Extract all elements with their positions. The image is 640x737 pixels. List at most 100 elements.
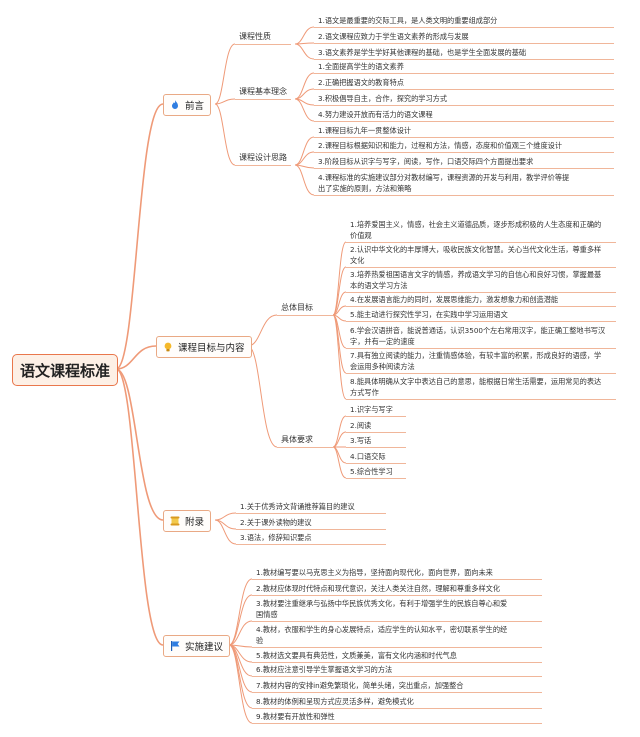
connector-line: [214, 103, 236, 166]
leaf-item[interactable]: 2.阅读: [350, 421, 372, 430]
leaf-item[interactable]: 3.阶段目标从识字与写字，阅读，写作，口语交际四个方面提出要求: [318, 157, 534, 166]
leaf-item[interactable]: 5.能主动进行探究性学习，在实践中学习运用语文: [350, 310, 508, 319]
branch-title: 前言: [185, 101, 205, 112]
leaf-item[interactable]: 2.认识中华文化的丰厚博大，吸收民族文化智慧。关心当代文化生活，尊重多样文化: [350, 244, 601, 266]
underline: [235, 44, 291, 45]
underline: [346, 306, 616, 307]
leaf-item[interactable]: 1.培养爱国主义，情感，社会主义道德品质，逐步形成积极的人生态度和正确的价值观: [350, 219, 601, 241]
subtopic-design[interactable]: 课程设计思路: [239, 153, 287, 162]
leaf-item[interactable]: 2.正确把握语文的教育特点: [318, 78, 404, 87]
leaf-item[interactable]: 2.语文课程应致力于学生语文素养的形成与发展: [318, 32, 469, 41]
connector-line: [247, 345, 278, 448]
branch-title: 附录: [185, 517, 205, 528]
leaf-item[interactable]: 4.口语交际: [350, 452, 386, 461]
leaf-line: 7.具有独立阅读的能力，注重情感体验，有较丰富的积累，形成良好的语感，学: [350, 351, 602, 360]
subtopic-ideas[interactable]: 课程基本理念: [239, 87, 287, 96]
underline: [346, 292, 616, 293]
underline: [314, 152, 614, 153]
underline: [252, 708, 542, 709]
branch-appendix[interactable]: 附录: [163, 510, 212, 532]
underline: [346, 242, 616, 243]
leaf-item[interactable]: 1.教材编写要以马克思主义为指导，坚持面向现代化，面向世界，面向未来: [256, 568, 493, 577]
fire-icon: [172, 100, 178, 109]
leaf-item[interactable]: 8.能具体明确从文字中表达自己的意思，能根据日常生活需要，运用常见的表达方式写作: [350, 376, 601, 398]
connector-line: [115, 345, 157, 370]
leaf-item[interactable]: 5.教材选文要具有典范性，文质兼美，富有文化内涵和时代气息: [256, 651, 457, 660]
leaf-item[interactable]: 4.课程标准的实施建议部分对教材编写，课程资源的开发与利用，教学评价等提出了实施…: [318, 172, 569, 194]
connector-line: [294, 136, 315, 166]
leaf-item[interactable]: 1.语文是最重要的交际工具，是人类文明的重要组成部分: [318, 16, 498, 25]
connector-line: [214, 519, 237, 545]
leaf-item[interactable]: 7.具有独立阅读的能力，注重情感体验，有较丰富的积累，形成良好的语感，学会运用多…: [350, 350, 601, 372]
connector-line: [332, 446, 347, 479]
underline: [236, 513, 386, 514]
leaf-item[interactable]: 4.努力建设开放而有活力的语文课程: [318, 110, 433, 119]
leaf-item[interactable]: 4.在发展语言能力的同时，发展思维能力，激发想象力和创造潜能: [350, 295, 559, 304]
leaf-item[interactable]: 4.教材，衣服和学生的身心发展特点，适应学生的认知水平，密切联系学生的经验: [256, 624, 507, 646]
underline: [252, 595, 542, 596]
connector-line: [214, 512, 237, 521]
leaf-item[interactable]: 1.关于优秀诗文背诵推荐篇目的建议: [240, 502, 355, 511]
leaf-line: 2.认识中华文化的丰厚博大，吸收民族文化智慧。关心当代文化生活，尊重多样: [350, 245, 602, 254]
leaf-item[interactable]: 7.教材内容的安排in避免繁琐化，简单头绪，突出重点，加强整合: [256, 681, 464, 690]
underline: [314, 121, 614, 122]
connector-line: [247, 314, 278, 347]
underline: [314, 168, 614, 169]
underline: [236, 544, 386, 545]
leaf-item[interactable]: 2.关于课外读物的建议: [240, 518, 312, 527]
underline: [314, 59, 614, 60]
subtopic-overall[interactable]: 总体目标: [281, 303, 313, 312]
flag-icon: [171, 641, 180, 651]
subtopic-properties[interactable]: 课程性质: [239, 32, 271, 41]
connector-line: [294, 164, 315, 196]
leaf-item[interactable]: 3.教材要注重继承与弘扬中华民族优秀文化，有利于增强学生的民族自尊心和爱国情感: [256, 598, 507, 620]
underline: [346, 267, 616, 268]
connector-line: [332, 415, 347, 448]
underline: [314, 73, 614, 74]
leaf-line: 3.教材要注重继承与弘扬中华民族优秀文化，有利于增强学生的民族自尊心和爱: [256, 599, 508, 608]
branch-preface[interactable]: 前言: [163, 94, 212, 116]
leaf-item[interactable]: 3.语文素养是学生学好其他课程的基础，也是学生全面发展的基础: [318, 48, 527, 57]
connector-line: [294, 98, 315, 122]
branch-goals[interactable]: 课程目标与内容: [156, 336, 252, 358]
leaf-line: 6.学会汉语拼音，能说普通话，认识3500个左右常用汉字，能正确工整地书写汉: [350, 326, 606, 335]
underline: [346, 321, 616, 322]
leaf-item[interactable]: 3.积极倡导自主，合作，探究的学习方式: [318, 94, 448, 103]
leaf-item[interactable]: 3.语法，修辞知识要点: [240, 533, 312, 542]
leaf-item[interactable]: 6.教材应注意引导学生掌握语文学习的方法: [256, 665, 393, 674]
leaf-item[interactable]: 3.写话: [350, 436, 372, 445]
leaf-line: 方式写作: [350, 388, 379, 397]
connector-line: [294, 26, 315, 45]
leaf-item[interactable]: 1.识字与写字: [350, 405, 393, 414]
leaf-line: 4.课程标准的实施建议部分对教材编写，课程资源的开发与利用，教学评价等提: [318, 173, 570, 182]
leaf-item[interactable]: 5.综合性学习: [350, 467, 393, 476]
leaf-item[interactable]: 9.教材要有开放性和弹性: [256, 712, 335, 721]
underline: [277, 315, 333, 316]
underline: [346, 463, 406, 464]
connector-line: [115, 368, 164, 521]
connector-line: [332, 314, 347, 400]
leaf-item[interactable]: 3.培养热爱祖国语言文字的情感，养成语文学习的自信心和良好习惯，掌握最基本的语文…: [350, 269, 601, 291]
leaf-item[interactable]: 1.全面提高学生的语文素养: [318, 62, 404, 71]
underline: [236, 529, 386, 530]
leaf-item[interactable]: 2.课程目标根据知识和能力，过程和方法，情感，态度和价值观三个维度设计: [318, 141, 563, 150]
connector-line: [332, 241, 347, 316]
connector-line: [115, 368, 164, 646]
branch-implementation[interactable]: 实施建议: [163, 635, 231, 657]
leaf-item[interactable]: 8.教材的体例和呈现方式应灵活多样，避免模式化: [256, 697, 414, 706]
leaf-item[interactable]: 2.教材应体现时代特点和现代意识，关注人类关注自然，理解和尊重多样文化: [256, 584, 501, 593]
subtopic-specific[interactable]: 具体要求: [281, 435, 313, 444]
leaf-line: 会运用多种阅读方法: [350, 362, 415, 371]
root-topic[interactable]: 语文课程标准: [12, 354, 118, 386]
leaf-item[interactable]: 6.学会汉语拼音，能说普通话，认识3500个左右常用汉字，能正确工整地书写汉字，…: [350, 325, 605, 347]
connector-line: [228, 594, 253, 646]
connector-line: [115, 103, 164, 370]
leaf-line: 验: [256, 636, 264, 645]
leaf-line: 3.培养热爱祖国语言文字的情感，养成语文学习的自信心和良好习惯，掌握最基: [350, 270, 602, 279]
connector-line: [228, 578, 253, 646]
underline: [252, 662, 542, 663]
leaf-item[interactable]: 1.课程目标九年一贯整体设计: [318, 126, 412, 135]
underline: [252, 723, 542, 724]
leaf-line: 字，并有一定的速度: [350, 337, 415, 346]
